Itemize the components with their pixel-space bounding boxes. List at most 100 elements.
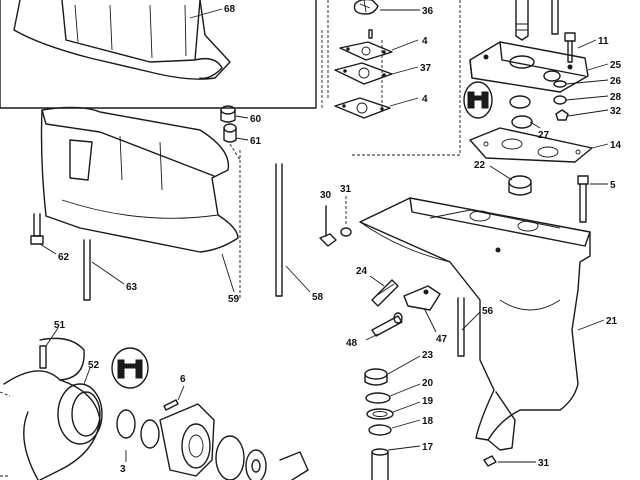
callout-56: 56 [482,306,494,317]
part-20-washer [365,392,391,404]
part-28-seal [553,95,567,105]
callout-21: 21 [606,316,618,327]
leader-26 [565,79,609,85]
part-pin [551,0,559,35]
part-27-bearing-b [511,115,533,129]
leader-4b [389,97,419,107]
guide-line-upper-left [321,0,329,110]
callout-24: 24 [356,266,368,277]
callout-58: 58 [312,292,324,303]
leader-27 [529,121,541,129]
part-3-bearing-a [116,409,136,439]
leader-59 [221,253,235,293]
leader-62 [39,243,57,255]
leader-63 [91,261,125,285]
part-4-gasket-lower [334,97,391,119]
part-6-screw [163,399,179,411]
callout-30: 30 [320,190,332,201]
callout-60: 60 [250,114,262,125]
part-68-exhaust-housing [13,0,231,80]
callout-17: 17 [422,442,434,453]
callout-23: 23 [422,350,434,361]
part-3-bearing-b [140,419,160,449]
part-5-bolt [577,175,589,223]
leader-21 [577,319,605,331]
leader-51 [45,327,59,347]
part-11-bolt [564,32,576,63]
callout-26: 26 [610,76,622,87]
callout-28: 28 [610,92,622,103]
leader-17 [387,445,421,451]
callout-11: 11 [598,36,609,47]
part-22-spacer [508,175,532,196]
callout-18: 18 [422,416,434,427]
leader-23 [387,355,421,375]
callout-31-lower: 31 [538,458,550,469]
part-17-gear [371,448,389,480]
leader-4a [391,39,419,51]
callout-32-upper: 32 [610,106,622,117]
part-30-plug [319,205,337,247]
part-25-pump-housing [469,41,589,93]
part-63-stud [83,239,91,301]
guide-line-upper-right [350,0,461,156]
leader-11 [577,39,597,49]
callout-68: 68 [224,4,236,15]
leader-68 [189,8,223,19]
callout-5: 5 [610,180,616,191]
leader-52 [83,367,91,385]
callout-48: 48 [346,338,358,349]
part-18-washer [368,424,392,436]
leader-47 [423,307,437,333]
part-drive-shaft [515,0,529,41]
part-36-key [368,29,373,39]
callout-20: 20 [422,378,434,389]
callout-19: 19 [422,396,434,407]
leader-32a [567,109,609,117]
part-6-bearing-housing [159,403,215,477]
part-propeller-assembly [3,337,103,480]
part-47-shift-cam [403,285,441,311]
part-thrust-washer-hole [251,459,261,473]
guide-line-lower-left [0,391,11,477]
part-37-plate [334,62,393,85]
leader-25 [587,63,609,71]
inset-frame [0,0,317,109]
part-58-stud [275,163,283,297]
part-19-thrust-bearing [366,408,394,420]
part-24-pin [371,279,399,307]
part-31-washer [340,227,352,237]
callout-52: 52 [88,360,100,371]
leader-14 [591,143,609,149]
callout-31-upper: 31 [340,184,352,195]
callout-63: 63 [126,282,138,293]
callout-4-upper: 4 [422,36,428,47]
callout-62: 62 [58,252,70,263]
part-56-stud [457,297,465,357]
callout-37: 37 [420,63,432,74]
leader-22 [489,165,513,181]
callout-6: 6 [180,374,186,385]
leader-18 [391,419,421,429]
part-impeller [353,0,379,15]
part-bearing-detail-inset [111,347,149,389]
leader-28 [565,95,609,101]
part-61-bushing [223,123,237,143]
part-o-ring [215,435,245,480]
callout-47: 47 [436,334,448,345]
part-59-exhaust-housing [40,106,239,253]
callout-51: 51 [54,320,66,331]
leader-56 [461,311,481,331]
leader-61 [235,137,249,141]
part-27-bearing-a [509,95,531,109]
callout-61: 61 [250,136,262,147]
part-60-grommet [220,105,236,123]
leader-58 [285,265,311,293]
part-31-lower-screw [483,455,497,467]
part-32-nut [555,109,569,121]
callout-25: 25 [610,60,622,71]
callout-36: 36 [422,6,434,17]
part-23-bearing [364,368,388,386]
